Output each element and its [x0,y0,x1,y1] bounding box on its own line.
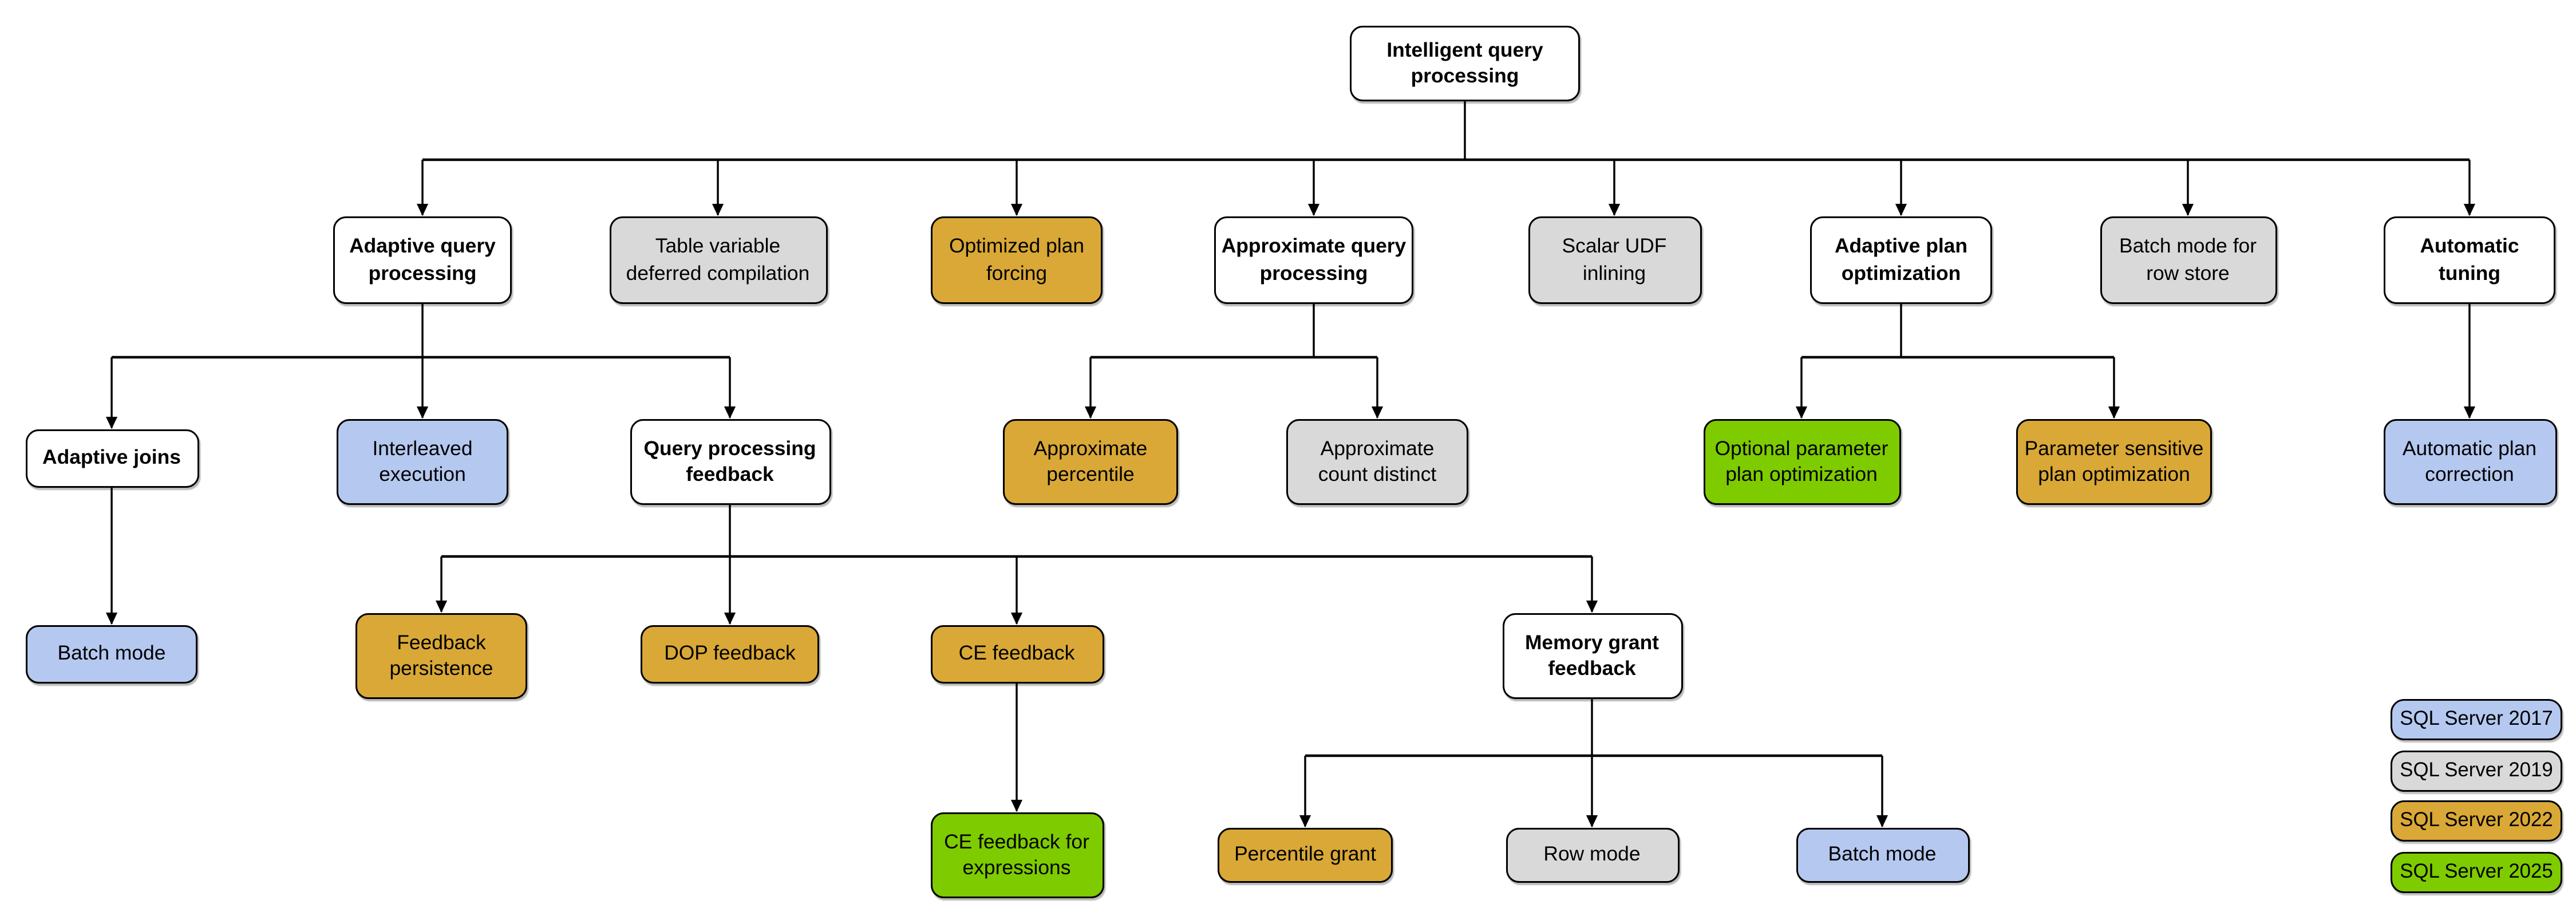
node-batch-mode-for-row-store: Batch mode for row store [2099,216,2277,304]
node-automatic-tuning: Automatic tuning [2384,216,2555,304]
node-batch-mode-adaptive-joins: Batch mode [26,625,197,684]
node-approximate-count-distinct: Approximate count distinct [1286,419,1468,505]
node-adaptive-query-processing: Adaptive query processing [333,216,512,304]
legend-item-sql-server-2025: SQL Server 2025 [2391,852,2562,893]
node-memory-grant-feedback: Memory grant feedback [1502,613,1682,699]
node-adaptive-joins: Adaptive joins [25,429,199,488]
node-feedback-persistence: Feedback persistence [355,613,527,699]
node-scalar-udf-inlining: Scalar UDF inlining [1527,216,1701,304]
legend-item-sql-server-2017: SQL Server 2017 [2391,699,2562,740]
legend-item-sql-server-2022: SQL Server 2022 [2391,800,2562,842]
node-interleaved-execution: Interleaved execution [337,419,508,505]
node-batch-mode-memory-grant: Batch mode [1795,828,1969,883]
node-query-processing-feedback: Query processing feedback [629,419,831,505]
node-intelligent-query-processing: Intelligent query processing [1350,26,1580,101]
node-percentile-grant: Percentile grant [1218,828,1393,883]
node-adaptive-plan-optimization: Adaptive plan optimization [1810,216,1992,304]
node-dop-feedback: DOP feedback [641,625,819,684]
node-optimized-plan-forcing: Optimized plan forcing [931,216,1103,304]
node-approximate-percentile: Approximate percentile [1003,419,1178,505]
node-approximate-query-processing: Approximate query processing [1214,216,1413,304]
node-ce-feedback-for-expressions: CE feedback for expressions [930,812,1104,898]
legend-item-sql-server-2019: SQL Server 2019 [2391,751,2562,792]
node-automatic-plan-correction: Automatic plan correction [2383,419,2557,505]
node-optional-parameter-plan-optimization: Optional parameter plan optimization [1702,419,1901,505]
node-table-variable-deferred-compilation: Table variable deferred compilation [609,216,827,304]
node-row-mode: Row mode [1505,828,1679,883]
node-ce-feedback: CE feedback [930,625,1104,684]
node-parameter-sensitive-plan-optimization: Parameter sensitive plan optimization [2016,419,2212,505]
